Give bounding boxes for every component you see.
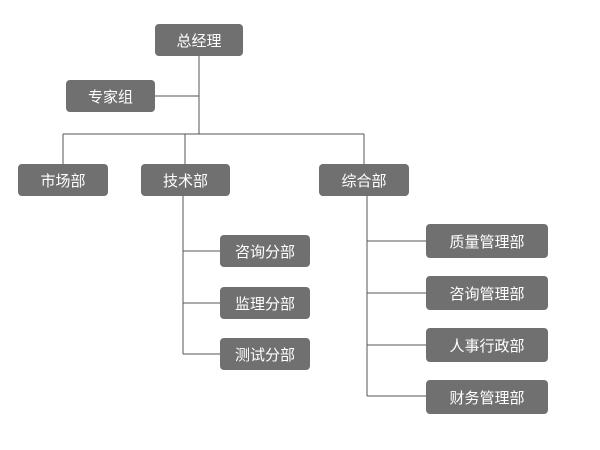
node-tech-supervision-branch: 监理分部 (220, 287, 310, 319)
node-marketing-department: 市场部 (18, 164, 108, 196)
node-consulting-management: 咨询管理部 (426, 276, 548, 310)
node-quality-management: 质量管理部 (426, 224, 548, 258)
node-general-affairs-department: 综合部 (319, 164, 409, 196)
node-expert-group: 专家组 (66, 80, 155, 112)
node-technology-department: 技术部 (141, 164, 230, 196)
node-hr-administration: 人事行政部 (426, 328, 548, 362)
node-tech-consulting-branch: 咨询分部 (220, 235, 310, 267)
node-general-manager: 总经理 (155, 24, 243, 56)
node-finance-management: 财务管理部 (426, 380, 548, 414)
node-tech-testing-branch: 测试分部 (220, 338, 310, 370)
